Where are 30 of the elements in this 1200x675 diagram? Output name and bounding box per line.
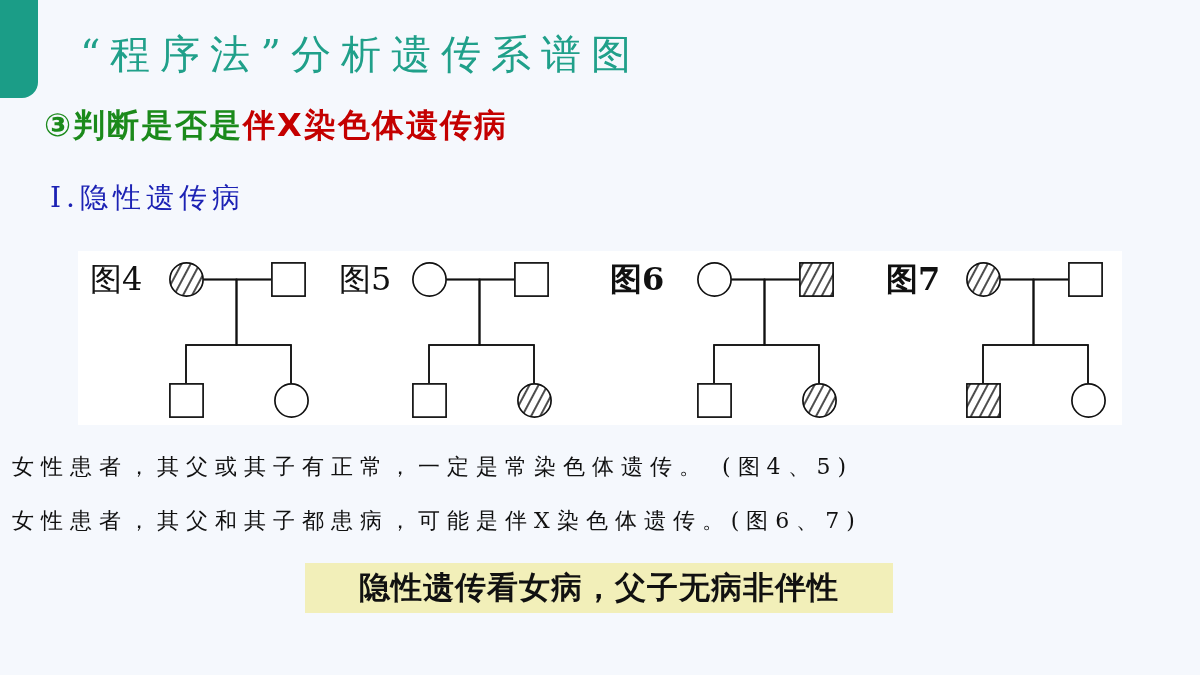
descent-line — [478, 278, 535, 384]
female-circle — [411, 262, 447, 297]
female-circle — [273, 383, 309, 418]
male-square — [1068, 262, 1103, 297]
figure-label: 图5 — [339, 259, 392, 300]
female-circle — [1070, 383, 1106, 418]
slide-title: “程序法”分析遗传系谱图 — [80, 30, 641, 79]
male-square — [696, 383, 732, 418]
figure-label: 图4 — [90, 259, 143, 300]
rule-sentence: 女性患者，其父或其子有正常，一定是常染色体遗传。 (图4、5) — [12, 453, 854, 481]
hatched-female-circle — [168, 262, 204, 297]
hatched-male-square — [799, 262, 834, 297]
hatched-female-circle — [965, 262, 1001, 297]
female-circle — [696, 262, 732, 297]
male-square — [168, 383, 204, 418]
hatched-female-circle — [801, 383, 837, 418]
subsection-heading: I.隐性遗传病 — [50, 180, 245, 216]
descent-line — [235, 278, 292, 384]
rule-sentence: 女性患者，其父和其子都患病，可能是伴X染色体遗传。(图6、7) — [12, 507, 862, 535]
hatched-female-circle — [516, 383, 552, 418]
section-heading: ③判断是否是伴X染色体遗传病 — [44, 105, 508, 146]
male-square — [514, 262, 549, 297]
figure-label: 图6 — [610, 259, 665, 300]
hatched-male-square — [965, 383, 1001, 418]
descent-line — [1032, 278, 1089, 384]
summary-banner: 隐性遗传看女病，父子无病非伴性 — [305, 563, 893, 613]
male-square — [271, 262, 306, 297]
descent-line — [763, 278, 820, 384]
male-square — [411, 383, 447, 418]
figure-label: 图7 — [886, 259, 941, 300]
